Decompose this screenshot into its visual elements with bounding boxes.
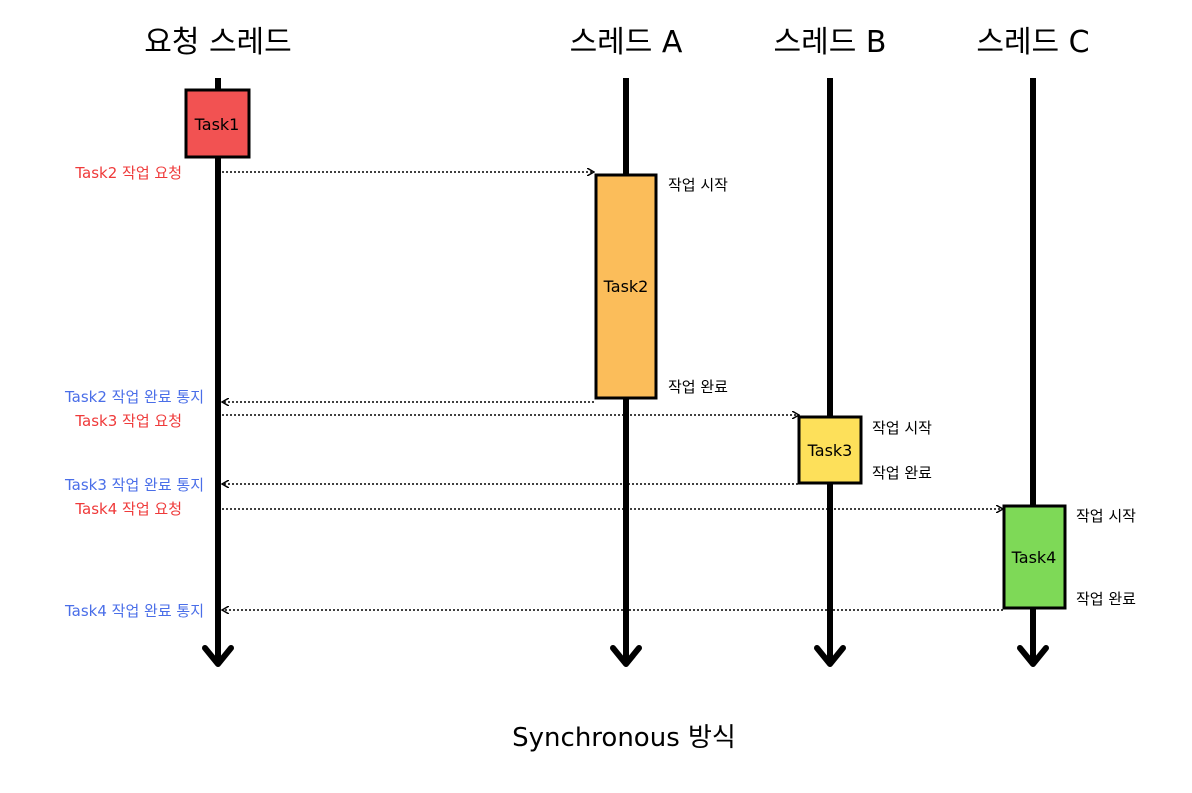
task2-box xyxy=(594,173,658,400)
task3-label: Task3 xyxy=(807,441,853,460)
task3-done-label: Task3 작업 완료 통지 xyxy=(64,476,204,494)
task4-done-label: Task4 작업 완료 통지 xyxy=(64,602,204,620)
task4-label: Task4 xyxy=(1011,548,1057,567)
thread-b-done-note: 작업 완료 xyxy=(872,464,932,482)
lifeline-request-thread xyxy=(202,78,234,667)
task2-done-label: Task2 작업 완료 통지 xyxy=(64,388,204,406)
task4-request-label: Task4 작업 요청 xyxy=(74,500,182,518)
thread-c-done-note: 작업 완료 xyxy=(1076,590,1136,608)
header-thread-c: 스레드 C xyxy=(976,25,1089,60)
diagram-caption: Synchronous 방식 xyxy=(512,723,736,753)
task3-request-label: Task3 작업 요청 xyxy=(74,412,182,430)
task1-label: Task1 xyxy=(194,115,240,134)
lifeline-thread-b xyxy=(814,78,846,667)
thread-a-start-note: 작업 시작 xyxy=(668,176,728,194)
header-thread-b: 스레드 B xyxy=(774,25,887,60)
header-thread-a: 스레드 A xyxy=(570,25,683,60)
thread-c-start-note: 작업 시작 xyxy=(1076,507,1136,525)
thread-b-start-note: 작업 시작 xyxy=(872,419,932,437)
task2-request-label: Task2 작업 요청 xyxy=(74,164,182,182)
task4-box xyxy=(1002,504,1067,610)
task3-box xyxy=(797,415,863,485)
task1-box xyxy=(184,88,251,159)
header-request-thread: 요청 스레드 xyxy=(144,25,292,60)
task2-label: Task2 xyxy=(603,277,649,296)
thread-a-done-note: 작업 완료 xyxy=(668,378,728,396)
